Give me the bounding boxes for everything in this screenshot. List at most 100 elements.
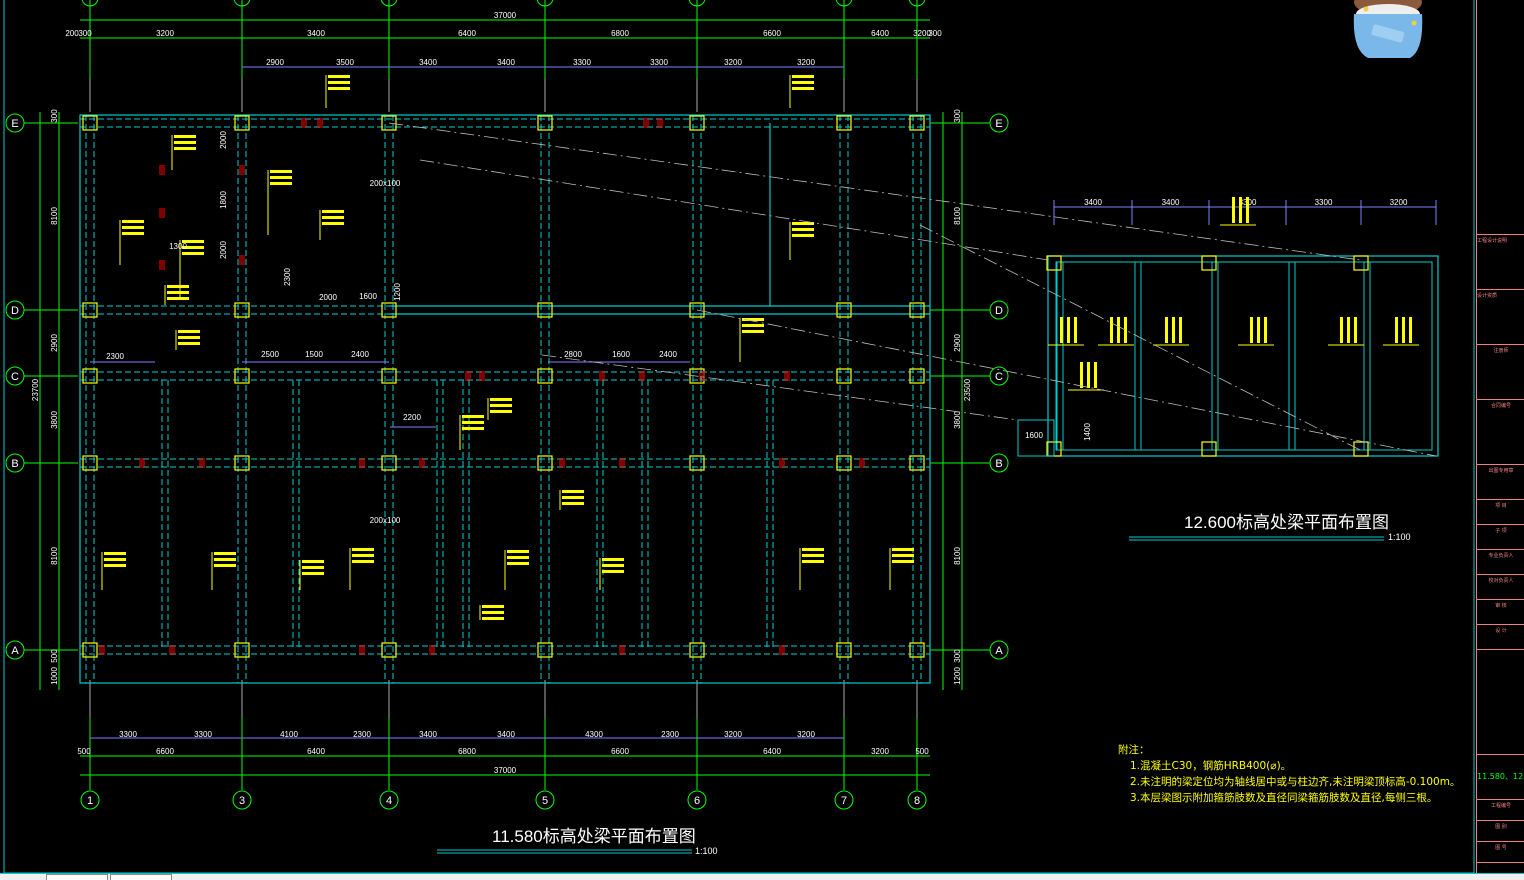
annotation-text-block bbox=[562, 502, 584, 505]
mascot-widget[interactable] bbox=[1338, 0, 1438, 62]
upper-annotation-text bbox=[1409, 317, 1412, 343]
column bbox=[82, 115, 98, 131]
upper-plan: 3400340033003300320016001400 bbox=[1017, 197, 1439, 457]
column bbox=[909, 455, 925, 471]
axis-label-4: 4 bbox=[386, 795, 392, 807]
upper-annotation-text bbox=[1087, 362, 1090, 388]
note-item-2: 2.未注明的梁定位均为轴线居中或与柱边齐,未注明梁顶标高-0.100m。 bbox=[1130, 776, 1461, 788]
upper-annotation-text bbox=[1395, 317, 1398, 343]
axis-bubble-top bbox=[908, 0, 926, 7]
tb-row-10: 设 计 bbox=[1477, 625, 1524, 650]
axis-bubble-bottom bbox=[232, 790, 252, 810]
column bbox=[234, 642, 250, 658]
column bbox=[537, 642, 553, 658]
tb-row-3: 合同编号 bbox=[1477, 400, 1524, 465]
tb-drawing-range: 11.580、12.600 bbox=[1477, 755, 1524, 800]
upper-dim-top: 3400 bbox=[1162, 198, 1180, 207]
dim-right: 2900 bbox=[953, 334, 962, 352]
dim-interior: 2200 bbox=[403, 413, 421, 422]
annotation-text-block bbox=[742, 330, 764, 333]
axis-bubble-left bbox=[5, 640, 25, 660]
dim-bottom-outer: 6800 bbox=[458, 747, 476, 756]
title-block: 工程设计说明 设计资质 注册师 合同编号 出图专用章 项 目 子 项 专业负责人… bbox=[1476, 0, 1524, 879]
annotation-text-block bbox=[182, 252, 204, 255]
tb-row-0: 工程设计说明 bbox=[1477, 235, 1524, 290]
dim-left-total: 23700 bbox=[31, 378, 40, 401]
column bbox=[381, 368, 397, 384]
dim-bottom-inner: 3400 bbox=[419, 730, 437, 739]
dim-bottom-inner: 4100 bbox=[280, 730, 298, 739]
axis-bubble-top bbox=[536, 0, 554, 7]
annotation-text-block bbox=[892, 554, 914, 557]
annotation-text-block bbox=[792, 234, 814, 237]
upper-column bbox=[1353, 255, 1369, 271]
annotation-text-block bbox=[892, 548, 914, 551]
annotation-text-block bbox=[104, 564, 126, 567]
dim-total-bottom: 37000 bbox=[494, 766, 517, 775]
layout-tab-layout1[interactable] bbox=[110, 874, 172, 880]
column bbox=[836, 302, 852, 318]
dim-right: 8100 bbox=[953, 547, 962, 565]
dim-interior: 2300 bbox=[283, 268, 292, 286]
column bbox=[909, 302, 925, 318]
axis-bubble-left bbox=[5, 300, 25, 320]
annotation-text-block bbox=[490, 410, 512, 413]
axis-bubble-top bbox=[380, 0, 398, 7]
leader-dash-line bbox=[419, 159, 1049, 261]
axis-label-6: 6 bbox=[694, 795, 700, 807]
dim-top-outer: 300 bbox=[928, 29, 942, 38]
annotation-text-block bbox=[122, 220, 144, 223]
annotation-text-block bbox=[214, 558, 236, 561]
annotation-text-block bbox=[302, 566, 324, 569]
tb-row-9: 审 核 bbox=[1477, 600, 1524, 625]
annotation-text-block bbox=[174, 141, 196, 144]
annotation-text-block bbox=[167, 285, 189, 288]
layout-tab-model[interactable] bbox=[46, 874, 108, 880]
dim-top-outer: 6400 bbox=[871, 29, 889, 38]
dim-interior: 200x100 bbox=[370, 516, 401, 525]
beam-outline bbox=[79, 114, 931, 684]
annotation-text-block bbox=[892, 560, 914, 563]
annotation-text-block bbox=[302, 572, 324, 575]
dim-bottom-inner: 3300 bbox=[194, 730, 212, 739]
dim-bottom-outer: 6400 bbox=[307, 747, 325, 756]
dim-interior: 1500 bbox=[305, 350, 323, 359]
dim-bottom-inner: 2300 bbox=[661, 730, 679, 739]
leader-dash-line bbox=[919, 224, 1361, 451]
dim-left: 3800 bbox=[50, 411, 59, 429]
dim-top-inner: 3300 bbox=[573, 58, 591, 67]
dim-top-inner: 3400 bbox=[419, 58, 437, 67]
dim-top-inner: 3500 bbox=[336, 58, 354, 67]
notes-heading: 附注： bbox=[1118, 744, 1150, 756]
annotation-text-block bbox=[802, 560, 824, 563]
dim-bottom-outer: 6600 bbox=[156, 747, 174, 756]
dim-interior: 2000 bbox=[319, 293, 337, 302]
dim-right: 300 bbox=[953, 109, 962, 123]
dim-bottom-outer: 6400 bbox=[763, 747, 781, 756]
column bbox=[689, 455, 705, 471]
column bbox=[537, 115, 553, 131]
annotation-text-block bbox=[482, 617, 504, 620]
annotation-text-block bbox=[507, 550, 529, 553]
annotation-text-block bbox=[802, 554, 824, 557]
upper-dim-interior: 1400 bbox=[1083, 423, 1092, 441]
annotation-text-block bbox=[462, 427, 484, 430]
annotation-text-block bbox=[104, 552, 126, 555]
leader-dash-lines bbox=[388, 122, 1437, 457]
tb-row-13: 图 别 bbox=[1477, 821, 1524, 842]
column bbox=[82, 642, 98, 658]
layout-tab-bar bbox=[0, 873, 1524, 880]
upper-annotation-text bbox=[1402, 317, 1405, 343]
column bbox=[537, 455, 553, 471]
upper-plan-scale: 1:100 bbox=[1388, 532, 1411, 542]
upper-annotation-text bbox=[1124, 317, 1127, 343]
annotation-text-block bbox=[462, 421, 484, 424]
axis-bubble-right bbox=[989, 300, 1009, 320]
dim-interior: 1300 bbox=[169, 242, 187, 251]
annotation-text-block bbox=[602, 570, 624, 573]
tb-row-7: 专业负责人 bbox=[1477, 550, 1524, 575]
annotation-text-block bbox=[482, 605, 504, 608]
annotation-text-block bbox=[792, 87, 814, 90]
